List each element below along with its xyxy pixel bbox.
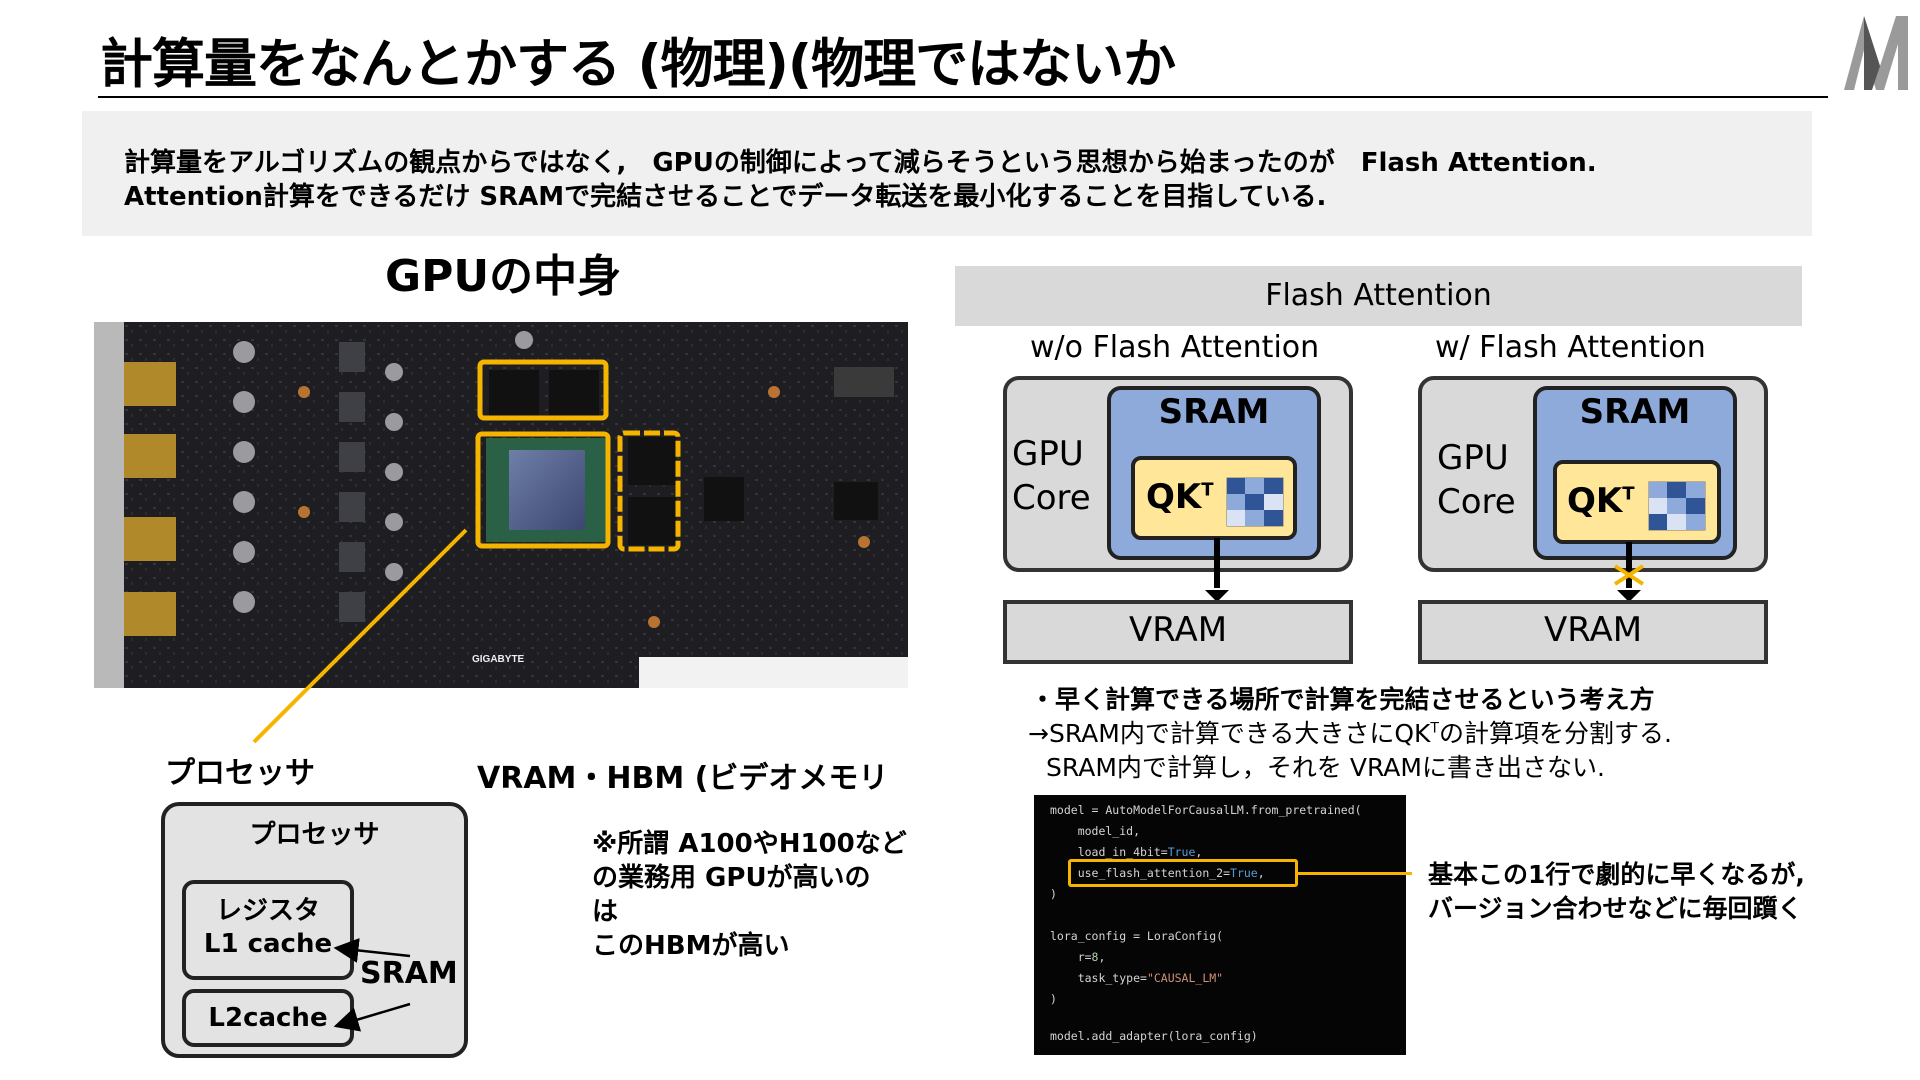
gpu-board-illustration: GIGABYTE: [94, 322, 908, 688]
bullet-title: ・早く計算できる場所で計算を完結させるという考え方: [1030, 685, 1655, 714]
gpu-core-line-1: GPU: [1437, 438, 1509, 478]
hbm-note-line-3: は: [592, 897, 619, 927]
vram-hbm-label: VRAM・HBM (ビデオメモリ: [477, 761, 889, 796]
brand-logo: [1844, 16, 1908, 90]
without-gpu-core-label: GPU Core: [1012, 432, 1091, 520]
bullet-line-2: SRAM内で計算し，それを VRAMに書き出さない.: [1046, 753, 1605, 782]
with-flash-diagram: [1418, 376, 1768, 664]
code-callout-line: [1298, 872, 1412, 875]
code-line-7: r=8,: [1050, 950, 1106, 964]
with-flash-title: w/ Flash Attention: [1435, 330, 1706, 365]
gpu-core-line-2: Core: [1012, 478, 1091, 518]
code-callout-line-2: バージョン合わせなどに毎回躓く: [1428, 894, 1803, 923]
without-flash-title: w/o Flash Attention: [1030, 330, 1320, 365]
summary-line-1: 計算量をアルゴリズムの観点からではなく, GPUの制御によって減らそうという思想…: [124, 148, 1597, 178]
gpu-core-line-1: GPU: [1012, 434, 1084, 474]
board-brand-text: GIGABYTE: [472, 654, 525, 665]
hbm-note-line-1: ※所謂 A100やH100など: [592, 829, 907, 859]
summary-box: 計算量をアルゴリズムの観点からではなく, GPUの制御によって減らそうという思想…: [82, 111, 1812, 236]
gpu-core-line-2: Core: [1437, 482, 1516, 522]
without-qk-label: QKT: [1146, 477, 1214, 517]
without-sram-label: SRAM: [1158, 392, 1270, 432]
register-label: レジスタ: [215, 896, 320, 926]
code-line-2: model_id,: [1050, 824, 1141, 838]
without-flash-diagram: [1003, 376, 1353, 664]
code-snippet: model = AutoModelForCausalLM.from_pretra…: [1034, 795, 1406, 1055]
code-line-3: load_in_4bit=True,: [1050, 845, 1203, 859]
with-sram-label: SRAM: [1579, 392, 1691, 432]
code-line-1: model = AutoModelForCausalLM.from_pretra…: [1050, 803, 1362, 817]
l2-cache-label: L2cache: [208, 1003, 328, 1033]
without-vram-label: VRAM: [1128, 610, 1228, 650]
code-callout: 基本この1行で劇的に早くなるが, バージョン合わせなどに毎回躓く: [1428, 858, 1805, 926]
processor-box-title: プロセッサ: [249, 820, 380, 850]
bullet-line-1: →SRAM内で計算できる大きさにQKTの計算項を分割する.: [1028, 719, 1672, 748]
code-line-10: model.add_adapter(lora_config): [1050, 1029, 1258, 1043]
processor-diagram: プロセッサ レジスタ L1 cache L2cache SRAM: [161, 802, 468, 1058]
code-line-8: task_type="CAUSAL_LM": [1050, 971, 1224, 985]
sram-arrows: [333, 937, 411, 1032]
hbm-note-line-4: このHBMが高い: [592, 931, 790, 961]
title-divider: [98, 96, 1828, 98]
hbm-note-line-2: の業務用 GPUが高いの: [592, 863, 871, 893]
l1-cache-label: L1 cache: [203, 929, 333, 959]
with-gpu-core-label: GPU Core: [1437, 436, 1516, 524]
flash-attention-header: Flash Attention: [955, 266, 1802, 326]
processor-connector-line: [252, 528, 468, 744]
code-line-9: ): [1050, 992, 1057, 1006]
l1-cache-box: レジスタ L1 cache: [182, 880, 354, 980]
code-line-4: use_flash_attention_2=True,: [1050, 866, 1265, 880]
slide-title: 計算量をなんとかする (物理)(物理ではないか: [100, 34, 1176, 95]
sram-label: SRAM: [360, 956, 458, 991]
flash-attention-highlight: [1068, 859, 1298, 887]
processor-label: プロセッサ: [165, 756, 315, 791]
with-vram-label: VRAM: [1543, 610, 1643, 650]
gpu-section-title: GPUの中身: [385, 251, 622, 302]
flash-attention-diagram: [1003, 376, 1768, 664]
with-qk-label: QKT: [1567, 481, 1635, 521]
gpu-board-photo: GIGABYTE: [94, 322, 908, 688]
code-line-6: lora_config = LoraConfig(: [1050, 929, 1224, 943]
l2-cache-box: L2cache: [182, 989, 354, 1047]
hbm-note: ※所謂 A100やH100など の業務用 GPUが高いの は このHBMが高い: [592, 827, 907, 963]
code-line-5: ): [1050, 887, 1057, 901]
code-callout-line-1: 基本この1行で劇的に早くなるが,: [1428, 860, 1805, 889]
summary-line-2: Attention計算をできるだけ SRAMで完結させることでデータ転送を最小化…: [124, 182, 1327, 212]
